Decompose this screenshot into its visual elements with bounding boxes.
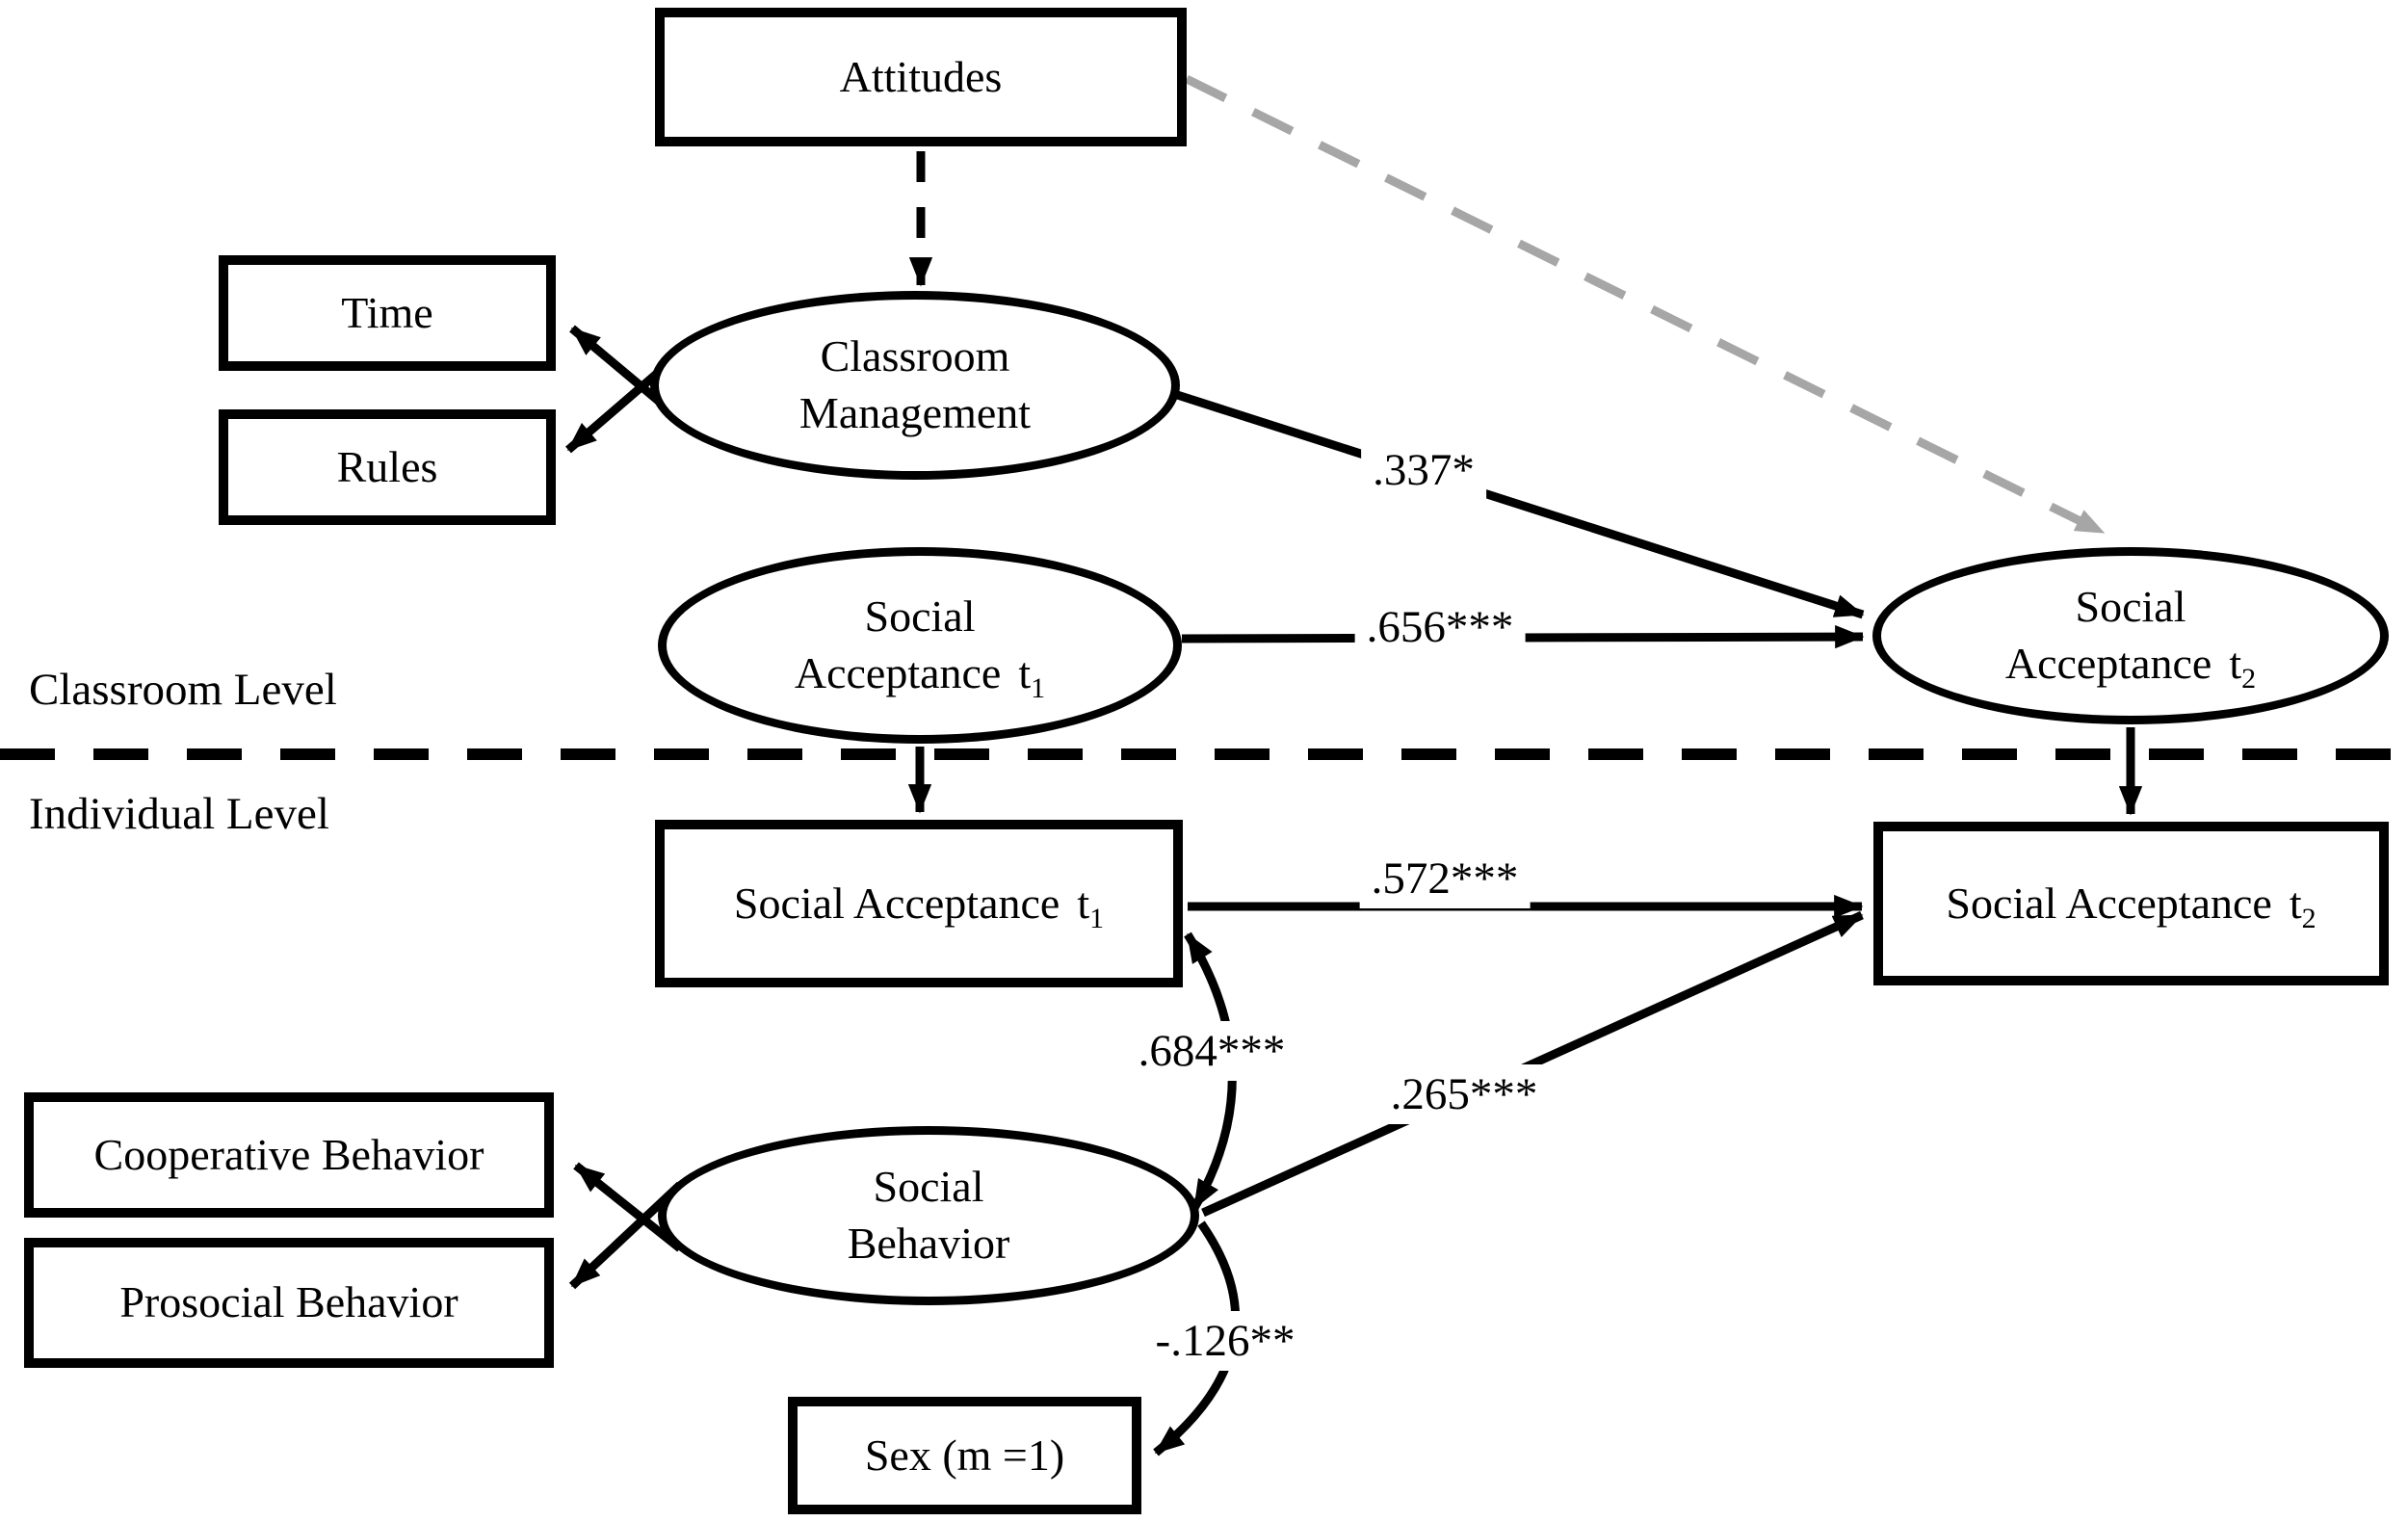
node-sex-label: Sex (m =1)	[864, 1430, 1065, 1480]
path-sb-to-cooperative	[573, 1162, 683, 1252]
node-rules: Rules	[219, 409, 556, 525]
node-cooperative-behavior: Cooperative Behavior	[24, 1092, 554, 1218]
node-attitudes: Attitudes	[655, 8, 1187, 146]
node-prosocial-behavior: Prosocial Behavior	[24, 1238, 554, 1368]
node-classroom-management-label: Classroom Management	[798, 331, 1032, 437]
node-time: Time	[219, 255, 556, 371]
node-time-label: Time	[341, 287, 433, 337]
node-prosocial-behavior-label: Prosocial Behavior	[119, 1277, 458, 1327]
node-classroom-management: Classroom Management	[650, 291, 1180, 480]
node-rules-label: Rules	[336, 441, 438, 491]
coefficient-sa1-with-social-behavior: .684***	[1126, 1021, 1297, 1081]
node-sex: Sex (m =1)	[788, 1397, 1141, 1514]
classroom-level-label: Classroom Level	[29, 665, 337, 715]
node-attitudes-label: Attitudes	[839, 51, 1003, 101]
individual-level-label: Individual Level	[29, 789, 329, 839]
node-social-behavior-label: Social Behavior	[847, 1162, 1010, 1268]
coefficient-cm-to-sa2: .337*	[1361, 440, 1486, 500]
node-cooperative-behavior-label: Cooperative Behavior	[93, 1129, 484, 1179]
path-social-behavior-to-sa2	[1201, 910, 1864, 1218]
path-cm-to-sa2	[1169, 388, 1865, 619]
path-attitudes-to-social-acceptance-t2	[1185, 74, 2106, 538]
node-social-behavior: Social Behavior	[658, 1126, 1199, 1305]
coefficient-social-behavior-to-sa2: .265***	[1378, 1064, 1550, 1124]
coefficient-sex-with-social-behavior: -.126**	[1143, 1311, 1307, 1371]
coefficient-sa1-to-sa2-classroom: .656***	[1354, 597, 1526, 657]
coefficient-sa1-to-sa2-individual: .572***	[1359, 849, 1531, 908]
